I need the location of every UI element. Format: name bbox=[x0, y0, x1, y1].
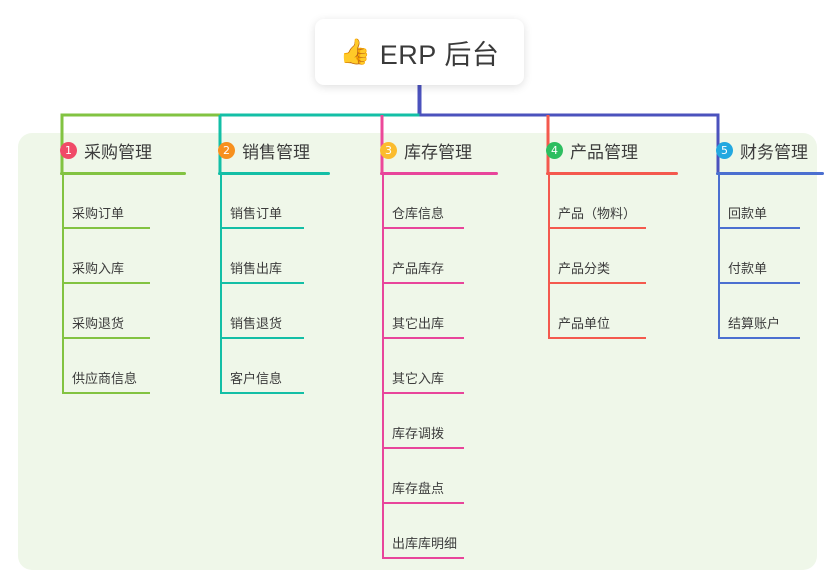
category-label: 销售管理 bbox=[242, 142, 310, 162]
leaf-label: 产品（物料） bbox=[558, 206, 637, 221]
leaf-node[interactable]: 库存调拨 bbox=[360, 425, 464, 449]
category-header-3[interactable]: 3 库存管理 bbox=[360, 133, 472, 167]
category-number-badge: 2 bbox=[218, 141, 235, 159]
leaf-underline bbox=[382, 557, 464, 559]
category-header-4[interactable]: 4 产品管理 bbox=[526, 133, 638, 167]
leaf-node[interactable]: 客户信息 bbox=[198, 370, 304, 394]
leaf-label: 产品单位 bbox=[558, 316, 611, 331]
leaf-underline bbox=[382, 227, 464, 229]
leaf-node[interactable]: 其它入库 bbox=[360, 370, 464, 394]
category-header-5[interactable]: 5 财务管理 bbox=[696, 133, 808, 167]
leaf-node[interactable]: 产品库存 bbox=[360, 260, 464, 284]
leaf-node[interactable]: 采购退货 bbox=[40, 315, 150, 339]
leaf-label: 客户信息 bbox=[230, 371, 283, 386]
category-header-1[interactable]: 1 采购管理 bbox=[40, 133, 152, 167]
leaf-underline bbox=[718, 337, 800, 339]
thumbs-up-emoji: 👍 bbox=[339, 37, 371, 66]
leaf-label: 销售出库 bbox=[230, 261, 283, 276]
leaf-underline bbox=[220, 392, 304, 394]
leaf-underline bbox=[220, 337, 304, 339]
leaf-label: 产品库存 bbox=[392, 261, 445, 276]
leaf-node[interactable]: 结算账户 bbox=[696, 315, 800, 339]
leaf-underline bbox=[382, 447, 464, 449]
leaf-label: 销售退货 bbox=[230, 316, 283, 331]
category-number-badge: 5 bbox=[716, 141, 733, 159]
category-columns: 1 采购管理采购订单采购入库采购退货供应商信息 2 销售管理销售订单销售出库销售退货客… bbox=[18, 133, 824, 570]
category-header-2[interactable]: 2 销售管理 bbox=[198, 133, 310, 167]
leaf-underline bbox=[718, 227, 800, 229]
leaf-node[interactable]: 采购订单 bbox=[40, 205, 150, 229]
leaf-node[interactable]: 仓库信息 bbox=[360, 205, 464, 229]
leaf-label: 库存调拨 bbox=[392, 426, 445, 441]
leaf-underline bbox=[62, 392, 150, 394]
leaf-underline bbox=[382, 282, 464, 284]
leaf-node[interactable]: 产品（物料） bbox=[526, 205, 646, 229]
leaf-label: 其它出库 bbox=[392, 316, 445, 331]
category-underline bbox=[546, 172, 678, 175]
leaf-underline bbox=[718, 282, 800, 284]
leaf-underline bbox=[548, 227, 646, 229]
leaf-label: 结算账户 bbox=[728, 316, 781, 331]
category-column-4: 4 产品管理产品（物料） 产品分类产品单位 bbox=[526, 133, 678, 339]
leaf-underline bbox=[548, 337, 646, 339]
leaf-node[interactable]: 销售退货 bbox=[198, 315, 304, 339]
leaf-node[interactable]: 销售订单 bbox=[198, 205, 304, 229]
leaf-node[interactable]: 库存盘点 bbox=[360, 480, 464, 504]
leaf-label: 采购订单 bbox=[72, 206, 125, 221]
leaf-node[interactable]: 销售出库 bbox=[198, 260, 304, 284]
category-spine bbox=[382, 175, 384, 557]
leaf-label: 其它入库 bbox=[392, 371, 445, 386]
category-column-1: 1 采购管理采购订单采购入库采购退货供应商信息 bbox=[40, 133, 186, 394]
category-label: 财务管理 bbox=[740, 142, 808, 162]
category-column-2: 2 销售管理销售订单销售出库销售退货客户信息 bbox=[198, 133, 330, 394]
leaf-label: 出库库明细 bbox=[392, 536, 458, 551]
category-spine bbox=[548, 175, 550, 337]
category-column-3: 3 库存管理仓库信息产品库存其它出库其它入库库存调拨库存盘点出库库明细 bbox=[360, 133, 498, 559]
leaf-node[interactable]: 采购入库 bbox=[40, 260, 150, 284]
leaf-node[interactable]: 付款单 bbox=[696, 260, 800, 284]
leaf-underline bbox=[220, 282, 304, 284]
category-label: 产品管理 bbox=[570, 142, 638, 162]
category-label: 采购管理 bbox=[84, 142, 152, 162]
leaf-underline bbox=[382, 337, 464, 339]
leaf-label: 销售订单 bbox=[230, 206, 283, 221]
leaf-underline bbox=[382, 392, 464, 394]
category-underline bbox=[60, 172, 186, 175]
leaf-label: 产品分类 bbox=[558, 261, 611, 276]
category-number-badge: 3 bbox=[380, 141, 397, 159]
root-node-label: ERP 后台 bbox=[379, 39, 500, 70]
leaf-label: 供应商信息 bbox=[72, 371, 138, 386]
root-node[interactable]: 👍 ERP 后台 bbox=[315, 19, 524, 85]
leaf-node[interactable]: 产品分类 bbox=[526, 260, 646, 284]
category-underline bbox=[716, 172, 824, 175]
leaf-label: 仓库信息 bbox=[392, 206, 445, 221]
category-number-badge: 4 bbox=[546, 141, 563, 159]
leaf-label: 回款单 bbox=[728, 206, 768, 221]
leaf-node[interactable]: 出库库明细 bbox=[360, 535, 464, 559]
leaf-label: 付款单 bbox=[728, 261, 768, 276]
leaf-underline bbox=[62, 282, 150, 284]
category-underline bbox=[218, 172, 330, 175]
leaf-label: 采购入库 bbox=[72, 261, 125, 276]
leaf-node[interactable]: 其它出库 bbox=[360, 315, 464, 339]
category-column-5: 5 财务管理回款单付款单结算账户 bbox=[696, 133, 824, 339]
leaf-label: 库存盘点 bbox=[392, 481, 445, 496]
category-label: 库存管理 bbox=[404, 142, 472, 162]
leaf-node[interactable]: 回款单 bbox=[696, 205, 800, 229]
leaf-node[interactable]: 供应商信息 bbox=[40, 370, 150, 394]
category-underline bbox=[380, 172, 498, 175]
leaf-underline bbox=[62, 337, 150, 339]
leaf-underline bbox=[220, 227, 304, 229]
leaf-underline bbox=[548, 282, 646, 284]
category-number-badge: 1 bbox=[60, 141, 77, 159]
leaf-underline bbox=[62, 227, 150, 229]
leaf-underline bbox=[382, 502, 464, 504]
leaf-node[interactable]: 产品单位 bbox=[526, 315, 646, 339]
diagram-panel-background bbox=[18, 133, 817, 570]
leaf-label: 采购退货 bbox=[72, 316, 125, 331]
category-spine bbox=[718, 175, 720, 337]
